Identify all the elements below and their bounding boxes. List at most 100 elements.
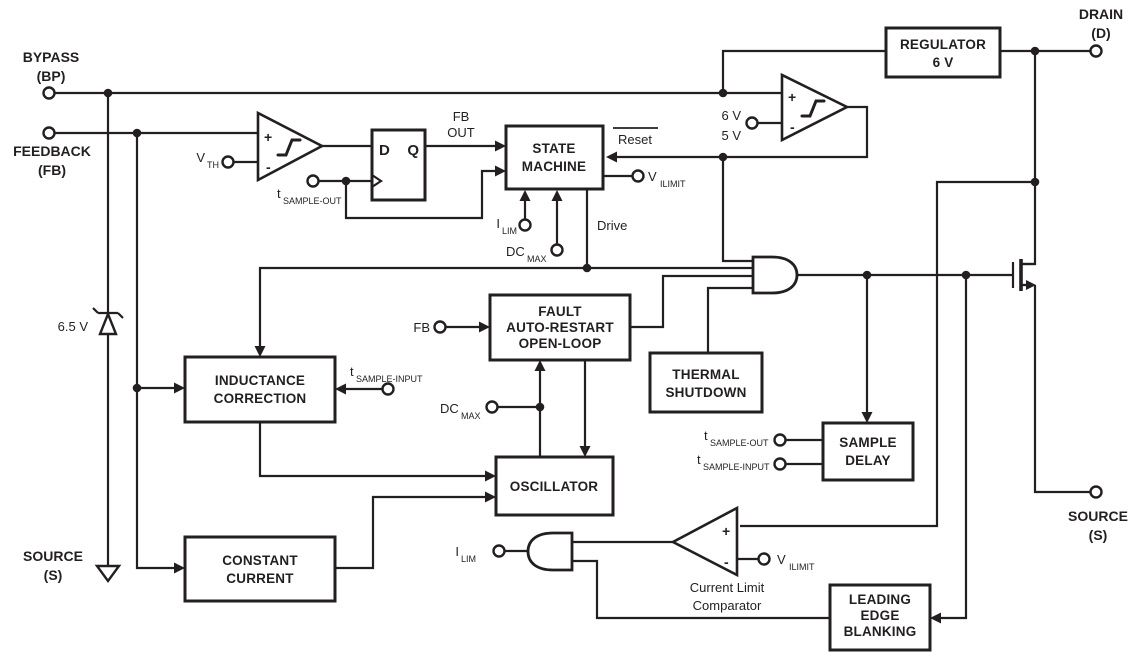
- sample-delay-label-2: DELAY: [845, 453, 891, 468]
- wire-drain-vertical: [1021, 51, 1037, 266]
- bypass-comparator-plus: +: [788, 89, 796, 105]
- arrowheads: [174, 140, 1036, 624]
- wire-fault-out: [629, 274, 753, 329]
- arrow-reset-into-state-machine: [606, 151, 617, 163]
- junction-dots: [103, 46, 1040, 412]
- wire-constant-current-out: [335, 495, 491, 570]
- tsample-out-sd-label: t: [704, 428, 708, 443]
- arrow-fault-into-oscillator: [579, 446, 591, 457]
- vilimit-comp-terminal: [757, 552, 771, 566]
- block-leading-edge-blanking: LEADING EDGE BLANKING: [828, 583, 932, 652]
- oscillator-label: OSCILLATOR: [510, 479, 599, 494]
- wire-reset-branch: [721, 157, 753, 263]
- junction-gate-leb: [961, 270, 971, 280]
- ilim-sm-terminal: [518, 218, 532, 232]
- tsample-out-ff-terminal: [306, 174, 320, 188]
- block-thermal-shutdown: THERMAL SHUTDOWN: [648, 351, 764, 414]
- hysteresis-icon: [276, 138, 302, 157]
- tsample-input-ic-label-sub: SAMPLE-INPUT: [356, 374, 423, 384]
- arrow-inductance-into-oscillator: [485, 470, 496, 482]
- bypass-comparator: + -: [780, 72, 850, 143]
- block-regulator: REGULATOR 6 V: [884, 26, 1002, 79]
- drive-and-gate: [751, 255, 799, 295]
- junction-tsample-out: [341, 176, 351, 186]
- source-right-pin-label: SOURCE: [1068, 508, 1128, 524]
- drain-terminal: [1089, 44, 1103, 58]
- source-left-pin-label: SOURCE: [23, 548, 83, 564]
- 5v-ref-label: 5 V: [721, 128, 741, 143]
- feedback-comparator-plus: +: [264, 129, 272, 145]
- junction-reset: [718, 152, 728, 162]
- tsample-out-ff-label-sub: SAMPLE-OUT: [283, 196, 342, 206]
- constant-current-label-1: CONSTANT: [222, 553, 298, 568]
- arrow-tsample-into-inductance: [335, 383, 346, 395]
- block-sample-delay: SAMPLE DELAY: [821, 421, 915, 482]
- arrow-into-inductance-left: [174, 382, 185, 394]
- inductance-label-2: CORRECTION: [214, 391, 307, 406]
- dcmax-sm-terminal: [550, 243, 564, 257]
- signal-labels: V TH t SAMPLE-OUT FB OUT Reset V ILIMIT …: [58, 108, 815, 613]
- sample-delay-label-1: SAMPLE: [839, 435, 896, 450]
- wire-leb-branch: [936, 275, 968, 620]
- ilim-sm-label: I: [496, 216, 500, 231]
- vilimit-comp-label: V: [777, 552, 786, 567]
- constant-current-label-2: CURRENT: [226, 571, 294, 586]
- source-right-pin-sublabel: (S): [1089, 527, 1108, 543]
- vilimit-sm-label: V: [648, 169, 657, 184]
- source-terminal: [1089, 485, 1103, 499]
- fb-out-label-1: FB: [453, 109, 470, 124]
- junction-feedback-inductance: [132, 383, 142, 393]
- ilim-gate-terminal: [492, 544, 506, 558]
- dcmax-sm-label: DC: [506, 244, 525, 259]
- ground-symbol: [94, 564, 122, 584]
- tsample-input-ic-terminal: [381, 382, 395, 396]
- arrow-into-constant-current: [174, 562, 185, 574]
- leb-label-3: BLANKING: [844, 624, 917, 639]
- feedback-pin-sublabel: (FB): [38, 162, 66, 178]
- arrow-into-inductance-top: [254, 346, 266, 357]
- fb-out-label-2: OUT: [447, 125, 475, 140]
- current-limit-comparator-label-2: Comparator: [693, 598, 762, 613]
- fault-label-3: OPEN-LOOP: [519, 336, 602, 351]
- block-oscillator: OSCILLATOR: [494, 455, 615, 517]
- tsample-out-sd-label-sub: SAMPLE-OUT: [710, 438, 769, 448]
- state-machine-label-2: MACHINE: [522, 159, 586, 174]
- wire-leb-out: [572, 559, 830, 620]
- arrow-tsample-into-state-machine: [495, 165, 506, 177]
- flipflop-d-label: D: [379, 142, 390, 159]
- tsample-input-sd-label: t: [697, 452, 701, 467]
- wire-drive-left: [258, 266, 587, 352]
- junction-dcmax: [535, 402, 545, 412]
- mosfet: [1011, 259, 1035, 291]
- junction-feedback: [132, 128, 142, 138]
- dcmax-sm-label-sub: MAX: [527, 254, 547, 264]
- ilim-gate-label: I: [455, 544, 459, 559]
- inductance-label-1: INDUCTANCE: [215, 373, 305, 388]
- arrow-cc-into-oscillator: [485, 491, 496, 503]
- 6v-ref-label: 6 V: [721, 108, 741, 123]
- block-fault-auto-restart: FAULT AUTO-RESTART OPEN-LOOP: [488, 293, 632, 362]
- vilimit-sm-label-sub: ILIMIT: [660, 179, 686, 189]
- block-d-flipflop: D Q: [370, 128, 427, 202]
- wire-tsample-out-sm: [344, 169, 501, 220]
- zener-voltage-label: 6.5 V: [58, 319, 89, 334]
- dcmax-osc-label: DC: [440, 401, 459, 416]
- ilim-and-gate: [526, 531, 574, 572]
- drive-label: Drive: [597, 218, 627, 233]
- feedback-pin-label: FEEDBACK: [13, 143, 91, 159]
- tsample-input-sd-terminal: [773, 457, 787, 471]
- wires: [55, 49, 1090, 620]
- zener-diode: [92, 307, 124, 336]
- bypass-pin-label: BYPASS: [23, 49, 80, 65]
- tsample-out-sd-terminal: [773, 433, 787, 447]
- vth-label-sub: TH: [207, 160, 219, 170]
- vilimit-sm-terminal: [631, 169, 645, 183]
- feedback-comparator-minus: -: [266, 159, 271, 175]
- arrow-fb-into-fault: [479, 321, 490, 333]
- leb-label-1: LEADING: [849, 592, 911, 607]
- current-limit-comparator-label-1: Current Limit: [690, 580, 765, 595]
- dcmax-osc-terminal: [485, 400, 499, 414]
- wire-source-down: [1033, 285, 1090, 494]
